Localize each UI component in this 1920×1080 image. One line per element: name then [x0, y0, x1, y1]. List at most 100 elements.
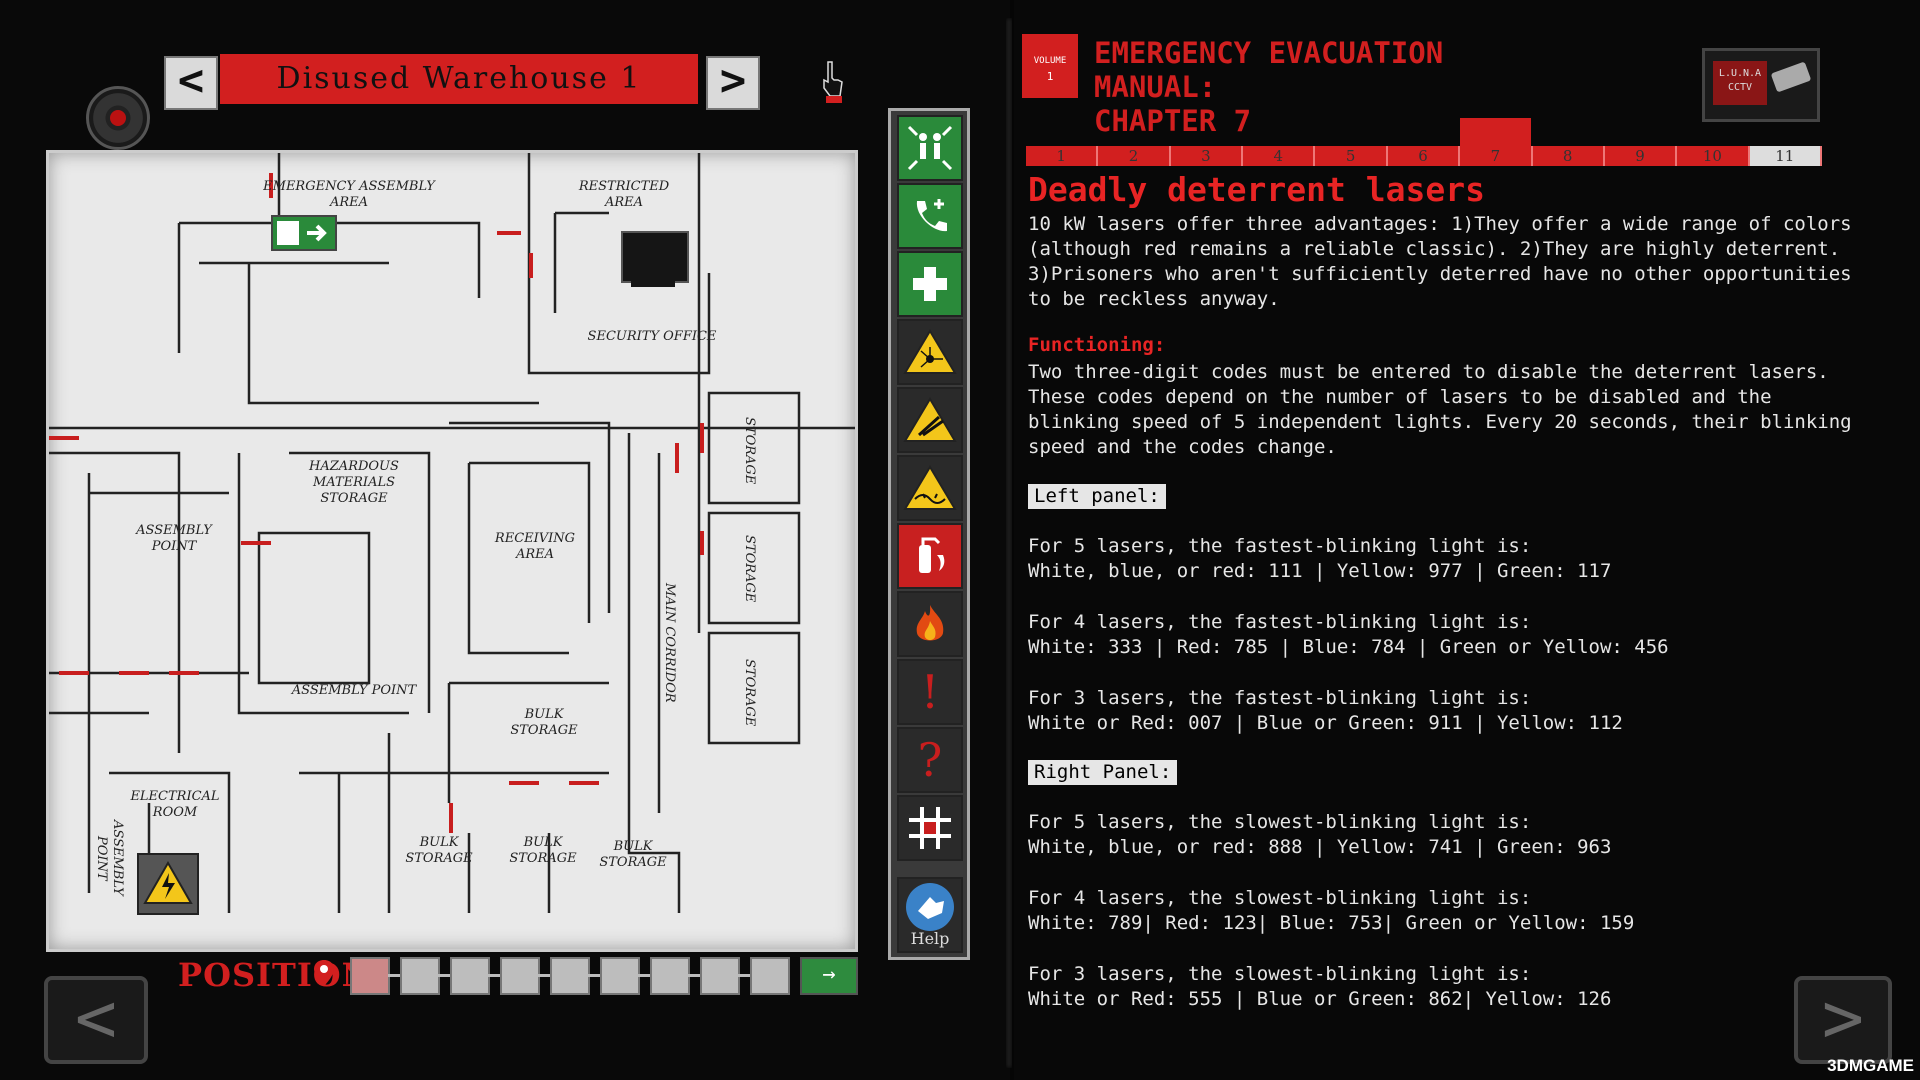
volume-label: VOLUME: [1033, 56, 1067, 66]
room-label-hazardous: Hazardous Materials Storage: [309, 459, 399, 506]
manual-title-line2: CHAPTER 7: [1094, 104, 1252, 138]
sidebar-fire-extinguisher-icon[interactable]: [897, 523, 963, 589]
sidebar-alert-icon[interactable]: !: [897, 659, 963, 725]
manual-panel: [1014, 0, 1920, 1080]
room-label-assembly-point-1: Assembly Point: [136, 523, 212, 554]
hand-cursor-icon: [823, 61, 843, 103]
cctv-button[interactable]: L.U.N.A CCTV: [1702, 48, 1820, 122]
chapter-tab-7[interactable]: 7: [1460, 118, 1533, 166]
volume-badge: VOLUME 1: [1022, 34, 1078, 98]
position-exit-icon: →: [800, 957, 858, 995]
room-label-assembly-point-2: Assembly Point: [291, 683, 417, 698]
room-label-restricted: Restricted Area: [578, 179, 670, 210]
chapter-tab-5[interactable]: 5: [1315, 146, 1388, 166]
floor-plan-map: Emergency Assembly Area Restricted Area …: [46, 150, 858, 952]
sidebar-barbed-wire-warning-icon[interactable]: [897, 455, 963, 521]
location-pin-icon: [314, 960, 334, 986]
position-step: [400, 957, 450, 995]
position-label: POSITION: [178, 956, 372, 994]
position-step: [350, 957, 400, 995]
manual-title-line1: EMERGENCY EVACUATION MANUAL:: [1094, 36, 1444, 104]
functioning-title: Functioning:: [1028, 334, 1166, 356]
help-icon: [906, 883, 954, 931]
position-step: [700, 957, 750, 995]
right-panel-label: Right Panel:: [1028, 760, 1178, 785]
left_panel-entry-codes: White, blue, or red: 111 | Yellow: 977 |…: [1028, 560, 1612, 582]
left_panel-entry-head: For 3 lasers, the fastest-blinking light…: [1028, 687, 1532, 709]
emergency-exit-sign-icon: [271, 215, 337, 251]
volume-number: 1: [1046, 70, 1054, 83]
sidebar-phone-icon[interactable]: [897, 183, 963, 249]
intro-text: 10 kW lasers offer three advantages: 1)T…: [1028, 213, 1852, 310]
position-step: [750, 957, 790, 995]
chapter-tab-11[interactable]: 11: [1749, 146, 1822, 166]
left_panel-entry-codes: White or Red: 007 | Blue or Green: 911 |…: [1028, 712, 1623, 734]
room-label-storage-3: Storage: [742, 659, 757, 727]
map-panel: < Disused Warehouse 1 >: [44, 54, 970, 1064]
section-title: Deadly deterrent lasers: [1028, 170, 1485, 209]
sidebar-question-icon[interactable]: ?: [897, 727, 963, 793]
position-step: [500, 957, 550, 995]
settings-gear-icon[interactable]: [86, 86, 150, 150]
prev-location-button[interactable]: <: [164, 56, 218, 110]
chapter-tab-8[interactable]: 8: [1532, 146, 1605, 166]
position-step: [650, 957, 700, 995]
help-button[interactable]: Help: [897, 877, 963, 953]
location-title: Disused Warehouse 1: [220, 54, 698, 104]
chapter-tab-9[interactable]: 9: [1604, 146, 1678, 166]
help-label: Help: [910, 929, 950, 948]
right_panel-entry-codes: White, blue, or red: 888 | Yellow: 741 |…: [1028, 836, 1612, 858]
left_panel-entry-head: For 5 lasers, the fastest-blinking light…: [1028, 535, 1532, 557]
electrical-panel-icon: [137, 853, 199, 915]
position-track: →: [350, 957, 858, 995]
page-back-button[interactable]: <: [44, 976, 148, 1064]
sidebar-grid-icon[interactable]: [897, 795, 963, 861]
right_panel-entry-head: For 3 lasers, the slowest-blinking light…: [1028, 963, 1532, 985]
floor-plan-walls: [49, 153, 855, 913]
room-label-main-corridor: Main Corridor: [662, 583, 677, 703]
chapter-tab-4[interactable]: 4: [1243, 146, 1316, 166]
room-label-bulk-storage-1: Bulk Storage: [510, 707, 578, 738]
left_panel-entry-head: For 4 lasers, the fastest-blinking light…: [1028, 611, 1532, 633]
chapter-tab-10[interactable]: 10: [1677, 146, 1750, 166]
chapter-tab-2[interactable]: 2: [1098, 146, 1171, 166]
cctv-camera-icon: [1770, 61, 1812, 93]
sidebar-gas-warning-icon[interactable]: [897, 387, 963, 453]
chapter-tab-6[interactable]: 6: [1387, 146, 1461, 166]
chapter-tab-1[interactable]: 1: [1026, 146, 1099, 166]
security-computer-base-icon: [631, 281, 675, 287]
room-label-bulk-storage-2: Bulk Storage: [405, 835, 473, 866]
room-label-electrical: Electrical Room: [130, 789, 220, 820]
panel-divider: [1006, 18, 1012, 1068]
cctv-label: L.U.N.A CCTV: [1713, 61, 1767, 105]
room-label-emergency-assembly: Emergency Assembly Area: [263, 179, 435, 210]
page-forward-button[interactable]: >: [1794, 976, 1892, 1064]
room-label-storage-2: Storage: [742, 535, 757, 603]
left_panel-entry-codes: White: 333 | Red: 785 | Blue: 784 | Gree…: [1028, 636, 1669, 658]
position-step: [450, 957, 500, 995]
position-step: [600, 957, 650, 995]
functioning-text: Two three-digit codes must be entered to…: [1028, 361, 1852, 458]
room-label-receiving: Receiving Area: [494, 531, 576, 562]
room-label-storage-1: Storage: [742, 417, 757, 485]
sidebar-fire-icon[interactable]: [897, 591, 963, 657]
security-computer-icon: [621, 231, 689, 283]
next-location-button[interactable]: >: [706, 56, 760, 110]
right_panel-entry-codes: White: 789| Red: 123| Blue: 753| Green o…: [1028, 912, 1635, 934]
right_panel-entry-head: For 4 lasers, the slowest-blinking light…: [1028, 887, 1532, 909]
chapter-tab-3[interactable]: 3: [1170, 146, 1244, 166]
sidebar-assembly-icon[interactable]: [897, 115, 963, 181]
manual-title: EMERGENCY EVACUATION MANUAL: CHAPTER 7: [1094, 36, 1554, 138]
room-label-bulk-storage-4: Bulk Storage: [599, 839, 667, 870]
left-panel-label: Left panel:: [1028, 484, 1166, 509]
watermark: 3DMGAME: [1827, 1056, 1914, 1075]
room-label-security-office: Security Office: [587, 329, 717, 344]
room-label-bulk-storage-3: Bulk Storage: [509, 835, 577, 866]
manual-sidebar: ! ? Help: [888, 108, 970, 960]
room-label-assembly-point-3: Assembly Point: [94, 820, 125, 896]
sidebar-first-aid-icon[interactable]: [897, 251, 963, 317]
sidebar-laser-warning-icon[interactable]: [897, 319, 963, 385]
right_panel-entry-codes: White or Red: 555 | Blue or Green: 862| …: [1028, 988, 1612, 1010]
